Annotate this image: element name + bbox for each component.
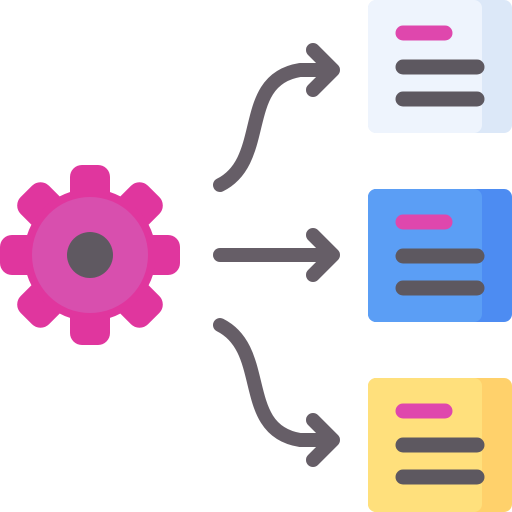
arrow-down-curve <box>213 318 337 447</box>
document-card-bottom <box>368 378 512 512</box>
document-card-top <box>368 0 512 133</box>
arrow-down-curve-head <box>306 413 340 467</box>
arrow-up-curve-head <box>306 43 340 97</box>
arrow-up-curve <box>213 63 337 192</box>
arrows-group <box>213 43 340 467</box>
arrow-straight-head <box>306 228 340 282</box>
document-card-middle <box>368 189 512 322</box>
gear-hub <box>67 232 113 278</box>
gear-icon <box>0 165 180 345</box>
